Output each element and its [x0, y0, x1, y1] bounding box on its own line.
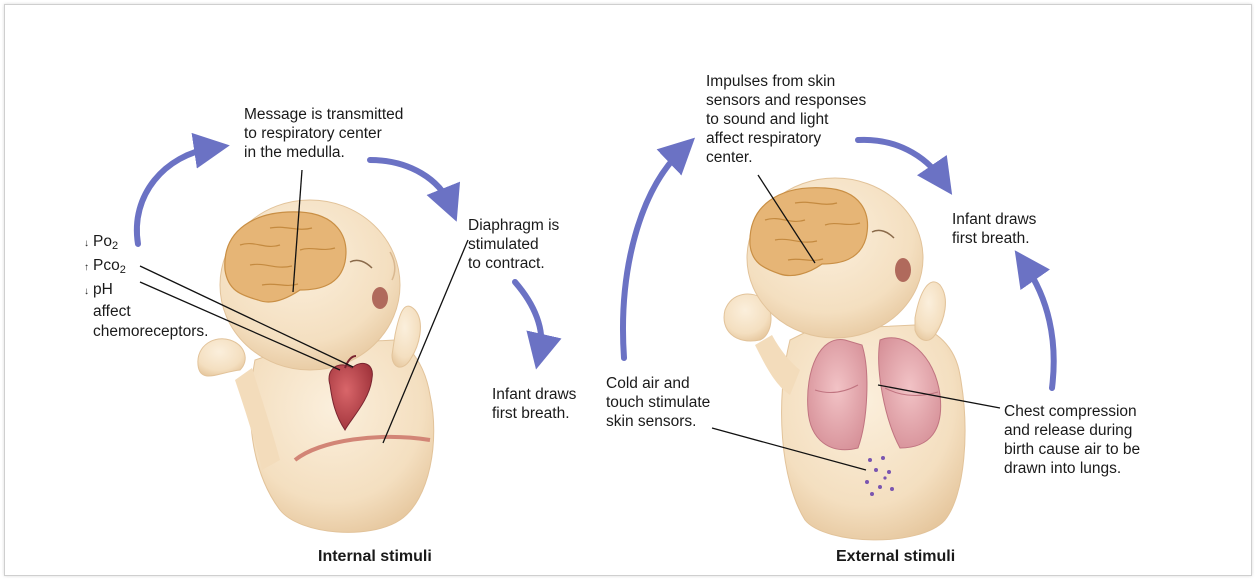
infant-external-right-arm: [915, 282, 945, 341]
label-pco2: ↑Pco2: [84, 256, 208, 280]
arrow-diaphragm-to-breath: [515, 282, 541, 352]
label-line: touch stimulate: [606, 393, 710, 412]
label-chemoreceptors-word: chemoreceptors.: [84, 322, 208, 342]
label-line: skin sensors.: [606, 412, 710, 431]
arrow-chest-to-breath: [1025, 265, 1054, 388]
down-arrow-icon: ↓: [84, 234, 93, 254]
label-line: Infant draws: [952, 210, 1036, 229]
arrow-medulla-to-diaphragm: [370, 160, 450, 205]
label-line: Chest compression: [1004, 402, 1140, 421]
infant-external-body: [782, 325, 965, 540]
label-line: to contract.: [468, 254, 559, 273]
label-diaphragm-stimulated: Diaphragm is stimulated to contract.: [468, 216, 559, 273]
label-line: drawn into lungs.: [1004, 459, 1140, 478]
arrow-chemo-to-medulla: [137, 148, 212, 244]
label-infant-draws-external: Infant draws first breath.: [952, 210, 1036, 248]
label-line: sensors and responses: [706, 91, 866, 110]
label-affect: affect: [84, 302, 208, 322]
label-line: to respiratory center: [244, 124, 403, 143]
po2-text: Po: [93, 233, 112, 250]
infant-internal-left-arm: [198, 339, 245, 376]
infant-external: [724, 178, 965, 540]
label-line: birth cause air to be: [1004, 440, 1140, 459]
label-line: Impulses from skin: [706, 72, 866, 91]
po2-subscript: 2: [112, 240, 118, 252]
caption-internal-stimuli: Internal stimuli: [318, 548, 432, 566]
label-impulses: Impulses from skin sensors and responses…: [706, 72, 866, 167]
label-line: center.: [706, 148, 866, 167]
label-line: Diaphragm is: [468, 216, 559, 235]
infant-internal: [198, 200, 434, 532]
label-chest-compression: Chest compression and release during bir…: [1004, 402, 1140, 478]
infant-external-left-lung: [808, 340, 867, 450]
up-arrow-icon: ↑: [84, 258, 93, 278]
label-line: first breath.: [952, 229, 1036, 248]
ph-text: pH: [93, 281, 113, 298]
label-line: in the medulla.: [244, 143, 403, 162]
label-line: Infant draws: [492, 385, 576, 404]
label-line: and release during: [1004, 421, 1140, 440]
label-line: Message is transmitted: [244, 105, 403, 124]
label-line: stimulated: [468, 235, 559, 254]
label-infant-draws-internal: Infant draws first breath.: [492, 385, 576, 423]
caption-external-stimuli: External stimuli: [836, 548, 955, 566]
label-line: first breath.: [492, 404, 576, 423]
label-cold-air: Cold air and touch stimulate skin sensor…: [606, 374, 710, 431]
label-chemoreceptors: ↓Po2 ↑Pco2 ↓pH affect chemoreceptors.: [84, 232, 208, 342]
label-po2: ↓Po2: [84, 232, 208, 256]
label-ph: ↓pH: [84, 280, 208, 302]
pco2-text: Pco: [93, 257, 120, 274]
arrow-cold-to-impulses: [623, 150, 682, 358]
pco2-subscript: 2: [120, 264, 126, 276]
label-line: to sound and light: [706, 110, 866, 129]
label-line: Cold air and: [606, 374, 710, 393]
label-line: affect respiratory: [706, 129, 866, 148]
down-arrow-icon: ↓: [84, 282, 93, 302]
arrow-impulses-to-breath: [858, 140, 942, 180]
label-message-transmitted: Message is transmitted to respiratory ce…: [244, 105, 403, 162]
